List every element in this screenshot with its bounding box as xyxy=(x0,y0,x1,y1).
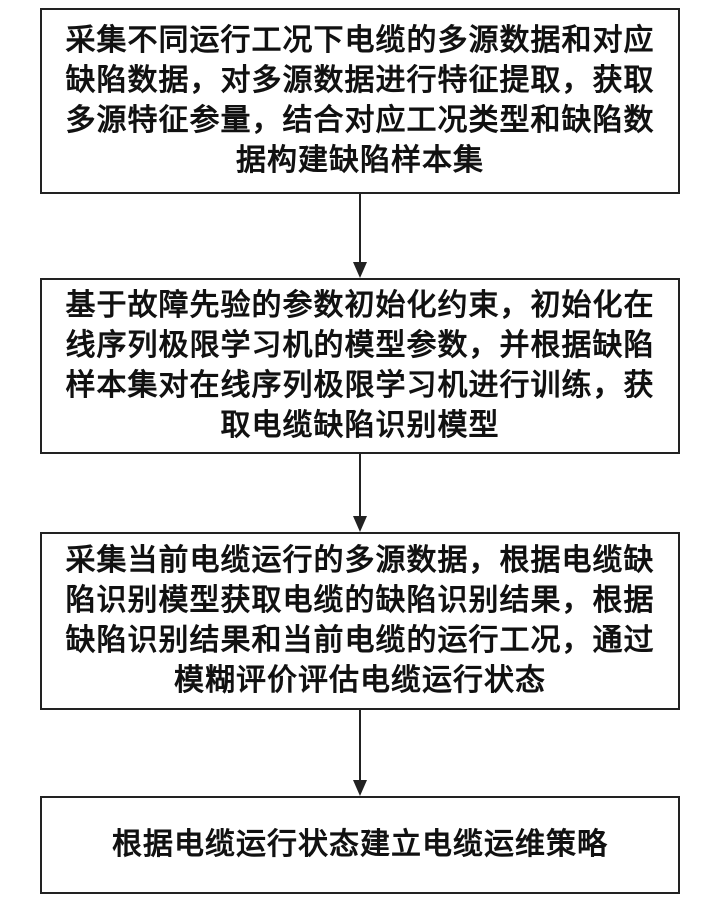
flow-arrow-1-to-2 xyxy=(352,194,368,278)
step-text-model-training: 基于故障先验的参数初始化约束，初始化在线序列极限学习机的模型参数，并根据缺陷样本… xyxy=(64,286,656,446)
arrow-shaft xyxy=(359,194,361,264)
arrow-shaft xyxy=(359,454,361,518)
flow-arrow-3-to-4 xyxy=(352,710,368,796)
arrow-head xyxy=(353,516,367,532)
arrow-shaft xyxy=(359,710,361,782)
step-text-state-evaluation: 采集当前电缆运行的多源数据，根据电缆缺陷识别模型获取电缆的缺陷识别结果，根据缺陷… xyxy=(64,541,656,701)
step-box-state-evaluation: 采集当前电缆运行的多源数据，根据电缆缺陷识别模型获取电缆的缺陷识别结果，根据缺陷… xyxy=(40,532,680,710)
arrow-head xyxy=(353,780,367,796)
step-text-data-collection: 采集不同运行工况下电缆的多源数据和对应缺陷数据，对多源数据进行特征提取，获取多源… xyxy=(64,21,656,181)
flow-arrow-2-to-3 xyxy=(352,454,368,532)
step-box-model-training: 基于故障先验的参数初始化约束，初始化在线序列极限学习机的模型参数，并根据缺陷样本… xyxy=(40,278,680,454)
arrow-head xyxy=(353,262,367,278)
step-box-maintenance-strategy: 根据电缆运行状态建立电缆运维策略 xyxy=(40,796,680,894)
step-text-maintenance-strategy: 根据电缆运行状态建立电缆运维策略 xyxy=(112,825,608,865)
step-box-data-collection: 采集不同运行工况下电缆的多源数据和对应缺陷数据，对多源数据进行特征提取，获取多源… xyxy=(40,8,680,194)
